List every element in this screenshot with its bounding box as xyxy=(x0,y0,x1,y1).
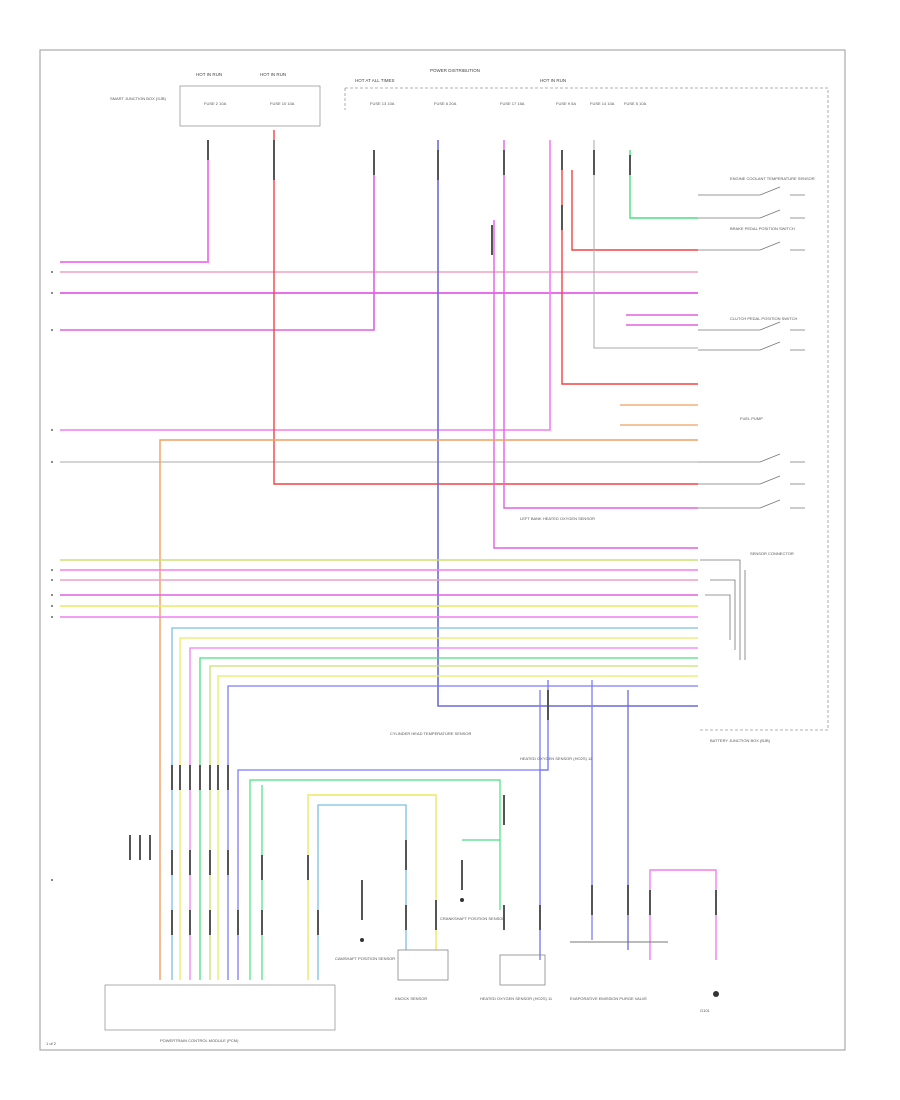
right-connector xyxy=(700,559,746,660)
label-hot-in-run-3: HOT IN RUN xyxy=(540,78,566,83)
label-sensor-right: SENSOR CONNECTOR xyxy=(750,551,794,556)
wire-pcm-8 xyxy=(237,690,541,980)
label-relay-box: BATTERY JUNCTION BOX (BJB) xyxy=(710,738,771,743)
label-pcm: POWERTRAIN CONTROL MODULE (PCM) xyxy=(160,1038,239,1043)
wire-sensor-blue xyxy=(317,804,407,980)
wire-violet-1 xyxy=(437,140,698,707)
wire-magenta-2 xyxy=(60,160,375,331)
wire-magenta-5 xyxy=(626,314,698,326)
ground-symbol xyxy=(713,991,719,997)
power-distribution-box xyxy=(345,87,829,731)
wire-pcm-5 xyxy=(209,665,698,980)
connector-box-1 xyxy=(397,949,449,981)
label-ground-point: G101 xyxy=(700,1008,711,1013)
page-frame xyxy=(39,49,846,1051)
left-wire-markers xyxy=(51,271,53,881)
label-fuse-3: FUSE 13 10A xyxy=(370,101,395,106)
label-clutch-switch: CLUTCH PEDAL POSITION SWITCH xyxy=(730,316,798,321)
label-hot-in-run-2: HOT IN RUN xyxy=(260,72,286,77)
wire-pcm-7 xyxy=(227,685,698,980)
label-hot-at-all-times: HOT AT ALL TIMES xyxy=(355,78,395,83)
label-camshaft-sensor: CAMSHAFT POSITION SENSOR xyxy=(335,956,395,961)
wire-pcm-2 xyxy=(179,637,698,980)
wire-green-1 xyxy=(629,150,698,219)
label-power-distribution: POWER DISTRIBUTION xyxy=(430,68,480,73)
sensor-dot-2 xyxy=(460,898,464,902)
label-hot-in-run-1: HOT IN RUN xyxy=(196,72,222,77)
label-fuse-1: FUSE 2 10A xyxy=(204,101,227,106)
sensor-dot-1 xyxy=(360,938,364,942)
switch-group xyxy=(698,186,805,509)
label-engine-coolant-temp: ENGINE COOLANT TEMPERATURE SENSOR xyxy=(730,176,815,181)
label-fuse-8: FUSE 5 10A xyxy=(624,101,647,106)
pcm-connector-ticks xyxy=(129,765,319,935)
label-throttle-sensor: LEFT BANK HEATED OXYGEN SENSOR xyxy=(520,516,595,521)
page-number: 1 of 2 xyxy=(46,1041,57,1046)
wire-blue-down xyxy=(539,680,549,960)
wire-pcm-9 xyxy=(249,779,501,980)
label-module-top-left: SMART JUNCTION BOX (SJB) xyxy=(110,96,167,101)
wire-orange-2 xyxy=(159,439,698,980)
label-fuse-6: FUSE 9 5A xyxy=(556,101,576,106)
wire-sensor-yellow xyxy=(307,794,437,980)
label-fuse-2: FUSE 10 10A xyxy=(270,101,295,106)
wire-magenta-3 xyxy=(503,140,698,509)
label-evap-valve: EVAPORATIVE EMISSION PURGE VALVE xyxy=(570,996,647,1001)
module-box-top-left xyxy=(179,85,321,127)
label-fuel-pump: FUEL PUMP xyxy=(740,416,763,421)
wire-magenta-4 xyxy=(493,220,698,549)
wire-red-1 xyxy=(273,130,698,485)
label-fuse-7: FUSE 14 10A xyxy=(590,101,615,106)
wire-pcm-6 xyxy=(217,675,698,980)
wire-orange-1 xyxy=(620,404,698,426)
connector-ticks xyxy=(207,140,717,930)
wire-pcm-3 xyxy=(189,647,698,980)
label-o2-sensor-1: HEATED OXYGEN SENSOR (HO2S) 11 xyxy=(480,996,553,1001)
label-o2-sensor-2: HEATED OXYGEN SENSOR (HO2S) 12 xyxy=(520,756,593,761)
label-fuse-5: FUSE 17 15A xyxy=(500,101,525,106)
label-fuse-4: FUSE 6 20A xyxy=(434,101,457,106)
label-brake-switch: BRAKE PEDAL POSITION SWITCH xyxy=(730,226,795,231)
label-crankshaft-sensor: CRANKSHAFT POSITION SENSOR xyxy=(440,916,505,921)
label-knock-sensor: KNOCK SENSOR xyxy=(395,996,427,1001)
wire-pink-3 xyxy=(60,140,551,431)
wire-pcm-4 xyxy=(199,657,698,980)
wire-gray-2 xyxy=(593,140,698,349)
pcm-box xyxy=(104,984,336,1031)
wire-pink-1 xyxy=(60,150,209,263)
connector-box-2 xyxy=(499,954,546,986)
wire-red-3 xyxy=(571,170,698,251)
wire-pink-bottom xyxy=(649,869,717,960)
label-cyl-head-temp: CYLINDER HEAD TEMPERATURE SENSOR xyxy=(390,731,472,736)
